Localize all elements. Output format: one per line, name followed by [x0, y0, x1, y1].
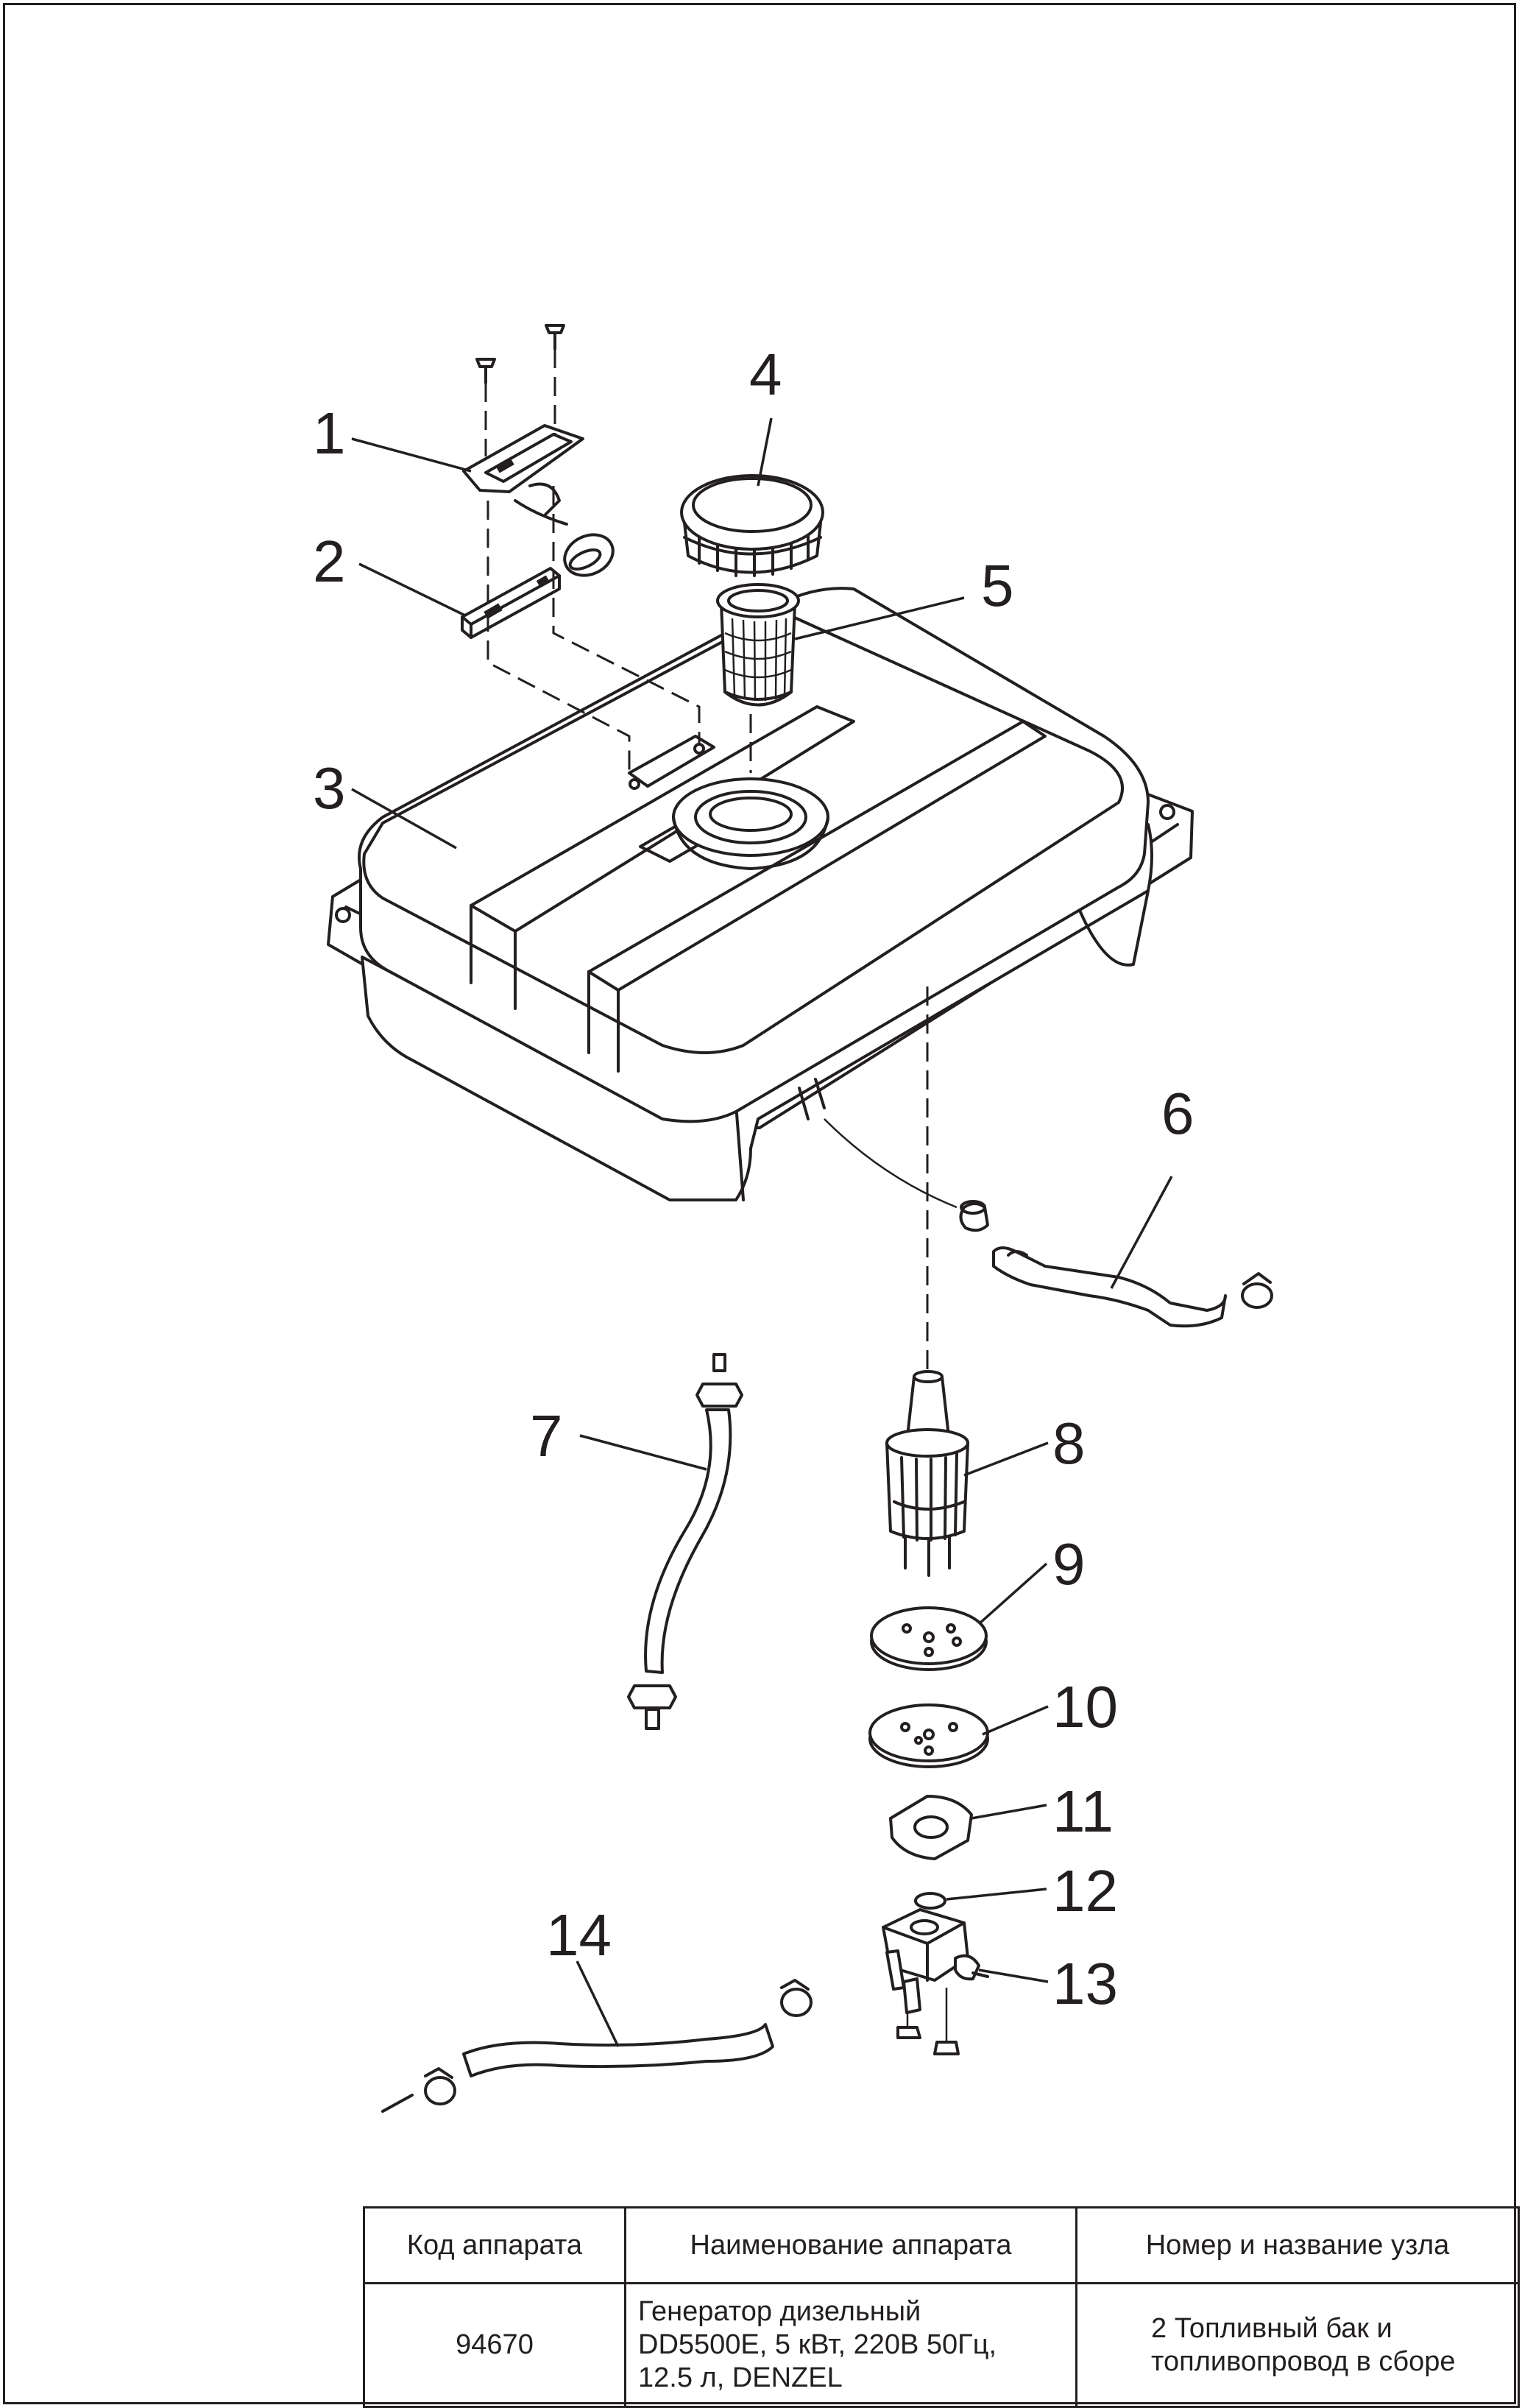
fuel-valve: [882, 1908, 989, 2055]
header-unit: Номер и название узла: [1075, 2206, 1520, 2284]
callout-14: 14: [546, 1902, 612, 1968]
title-block-table: Код аппарата Наименование аппарата Номер…: [363, 2206, 1520, 2408]
gasket-9: [870, 1606, 988, 1671]
header-code: Код аппарата: [363, 2206, 626, 2284]
callout-8: 8: [1052, 1410, 1086, 1476]
table-row: 94670 Генератор дизельный DD5500E, 5 кВт…: [363, 2282, 1520, 2408]
callout-5: 5: [981, 553, 1014, 618]
plate-10: [868, 1703, 989, 1768]
callout-2: 2: [313, 529, 346, 594]
assembly-lines: [484, 349, 929, 1384]
callout-9: 9: [1052, 1531, 1086, 1597]
fuel-filter: [885, 1370, 969, 1577]
fuel-tank: [327, 587, 1194, 1209]
apparatus-code: 94670: [363, 2282, 626, 2408]
callout-numbers: 1 2 3 4 5 6 7 8 9 10 11 12 13 14: [313, 342, 1194, 2016]
callout-13: 13: [1052, 1951, 1118, 2016]
leader-lines: [351, 417, 1173, 2047]
callout-12: 12: [1052, 1858, 1118, 1924]
callout-1: 1: [313, 400, 346, 466]
filler-cap: [680, 474, 824, 577]
gauge-gasket: [461, 567, 561, 639]
apparatus-name-line: DD5500E, 5 кВт, 220В 50Гц,: [638, 2329, 997, 2361]
unit-name: 2 Топливный бак и топливопровод в сборе: [1075, 2282, 1520, 2408]
callout-4: 4: [749, 342, 782, 407]
callout-6: 6: [1161, 1081, 1194, 1146]
apparatus-name: Генератор дизельный DD5500E, 5 кВт, 220В…: [624, 2282, 1077, 2408]
header-name: Наименование аппарата: [624, 2206, 1077, 2284]
fuel-gauge: [462, 324, 615, 577]
unit-name-line: 2 Топливный бак и: [1151, 2312, 1392, 2344]
apparatus-name-line: Генератор дизельный: [638, 2296, 921, 2328]
callout-11: 11: [1052, 1779, 1114, 1844]
fuel-strainer: [716, 583, 800, 707]
table-header-row: Код аппарата Наименование аппарата Номер…: [363, 2206, 1520, 2284]
callout-3: 3: [313, 755, 346, 821]
fuel-line: [627, 1353, 743, 1730]
callout-10: 10: [1052, 1674, 1118, 1740]
o-ring-12: [914, 1892, 946, 1910]
callout-7: 7: [530, 1403, 563, 1469]
flange-gasket-11: [889, 1795, 973, 1860]
unit-name-line: топливопровод в сборе: [1151, 2345, 1456, 2377]
return-hose: [959, 1200, 1273, 1328]
hose-14: [381, 1979, 813, 2113]
apparatus-name-line: 12.5 л, DENZEL: [638, 2362, 843, 2393]
